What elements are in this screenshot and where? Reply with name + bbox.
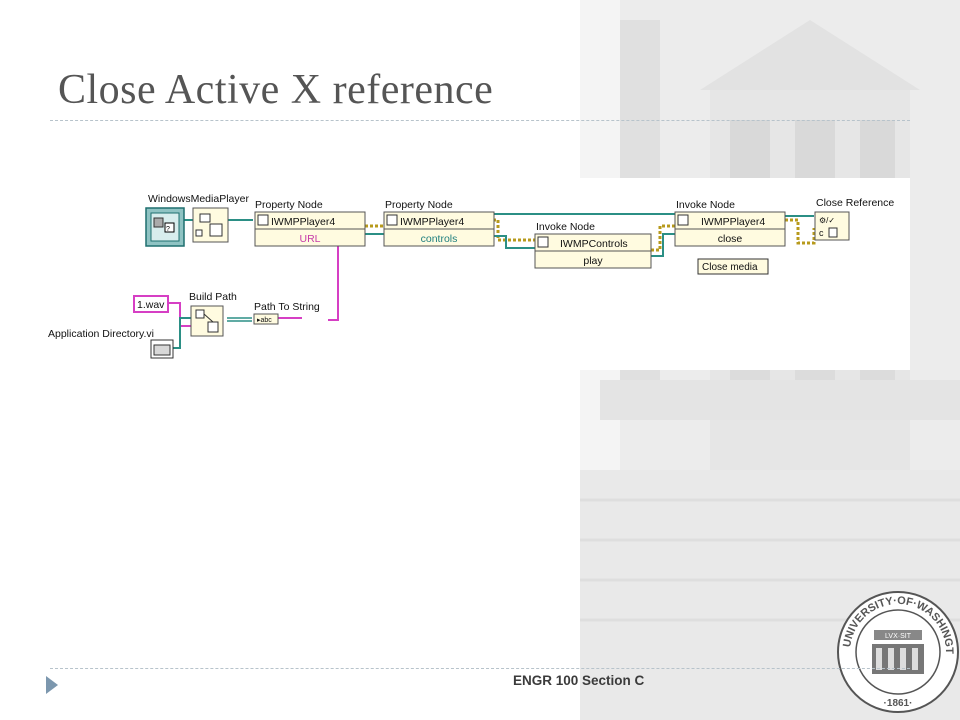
svg-text:▸abc: ▸abc <box>257 317 272 324</box>
slide-footer: ENGR 100 Section C <box>513 673 645 688</box>
university-seal-logo: UNIVERSITY·OF·WASHINGTON ·1861· LVX·SIT <box>832 581 960 719</box>
property-node-1[interactable]: IWMPPlayer4 URL <box>254 211 366 247</box>
triangle-bullet-icon <box>46 676 58 694</box>
svg-text:Close media: Close media <box>702 262 758 273</box>
app-directory-vi-icon[interactable] <box>150 339 174 359</box>
footer-divider <box>50 668 910 669</box>
wmp-label: WindowsMediaPlayer <box>148 193 249 205</box>
property-node-2-controls[interactable]: controls <box>421 233 458 245</box>
property-node-2[interactable]: IWMPPlayer4 controls <box>383 211 495 247</box>
slide-title: Close Active X reference <box>58 67 494 113</box>
build-path-label: Build Path <box>189 291 237 303</box>
property-node-1-url[interactable]: URL <box>299 233 320 245</box>
invoke-node-2[interactable]: IWMPPlayer4 close <box>674 211 786 247</box>
close-media-comment: Close media <box>697 258 769 275</box>
invoke-node-2-label: Invoke Node <box>676 199 735 211</box>
labview-block-diagram: WindowsMediaPlayer ? Property Node IWMPP… <box>48 178 910 370</box>
property-node-1-class: IWMPPlayer4 <box>271 216 335 228</box>
invoke-node-2-class: IWMPPlayer4 <box>701 216 765 228</box>
close-reference-label: Close Reference <box>816 197 894 209</box>
svg-text:?: ? <box>166 226 170 233</box>
path-to-string-label: Path To String <box>254 301 320 313</box>
invoke-node-1[interactable]: IWMPControls play <box>534 233 652 269</box>
property-node-2-label: Property Node <box>385 199 453 211</box>
to-more-generic-class-node[interactable] <box>192 207 229 243</box>
svg-text:·1861·: ·1861· <box>884 698 913 709</box>
app-directory-label: Application Directory.vi <box>48 328 154 340</box>
svg-text:⚙/✓: ⚙/✓ <box>819 216 835 225</box>
svg-text:c: c <box>819 228 824 238</box>
title-divider <box>50 120 910 121</box>
build-path-node[interactable] <box>190 305 224 337</box>
invoke-node-2-close[interactable]: close <box>718 233 743 245</box>
svg-text:1.wav: 1.wav <box>137 299 165 311</box>
svg-text:LVX·SIT: LVX·SIT <box>885 633 912 640</box>
wav-string-constant[interactable]: 1.wav <box>133 295 169 313</box>
close-reference-node[interactable]: ⚙/✓ c <box>814 211 850 241</box>
invoke-node-1-class: IWMPControls <box>560 238 628 250</box>
wmp-control-terminal[interactable]: ? <box>145 207 185 247</box>
invoke-node-1-label: Invoke Node <box>536 221 595 233</box>
property-node-2-class: IWMPPlayer4 <box>400 216 464 228</box>
invoke-node-1-play[interactable]: play <box>583 255 603 267</box>
path-to-string-node[interactable]: ▸abc <box>253 313 279 325</box>
property-node-1-label: Property Node <box>255 199 323 211</box>
